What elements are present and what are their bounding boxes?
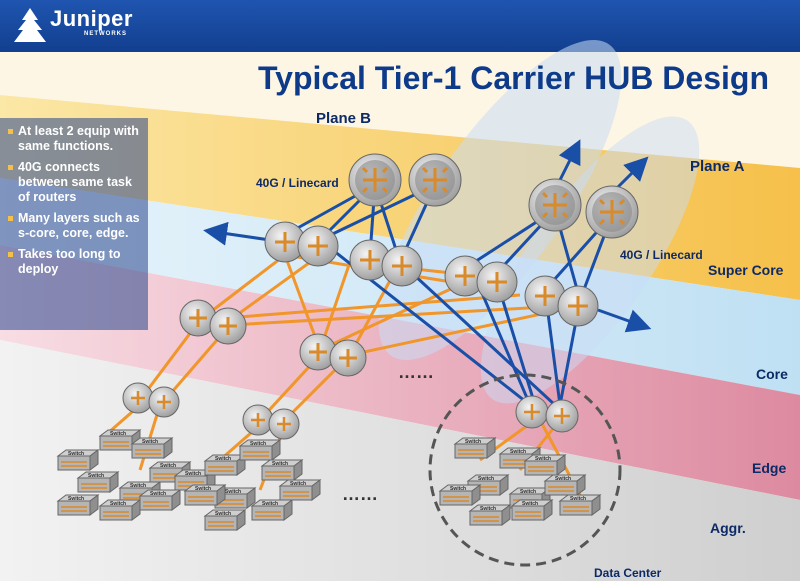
router bbox=[444, 255, 486, 297]
bullet-panel: At least 2 equip with same functions. 40… bbox=[0, 118, 148, 330]
router bbox=[122, 382, 154, 414]
router bbox=[524, 275, 566, 317]
switch-label: Switch bbox=[262, 501, 278, 507]
bullet-item: Takes too long to deploy bbox=[8, 247, 144, 277]
switch-label: Switch bbox=[480, 506, 496, 512]
switch-box: Switch bbox=[56, 494, 100, 516]
switch-label: Switch bbox=[130, 483, 146, 489]
linecard-label-left: 40G / Linecard bbox=[256, 176, 339, 190]
switch-box: Switch bbox=[510, 499, 554, 521]
router bbox=[557, 285, 599, 327]
header-bar: Juniper NETWORKS bbox=[0, 0, 800, 52]
switch-box: Switch bbox=[183, 484, 227, 506]
router bbox=[179, 299, 217, 337]
router bbox=[381, 245, 423, 287]
data-center-label: Data Center bbox=[594, 566, 662, 580]
router bbox=[209, 307, 247, 345]
data-center-circle bbox=[428, 373, 622, 567]
router bbox=[348, 153, 402, 207]
switch-label: Switch bbox=[88, 473, 104, 479]
linecard-label-right: 40G / Linecard bbox=[620, 248, 703, 262]
switch-label: Switch bbox=[110, 501, 126, 507]
plane-b-label: Plane B bbox=[316, 110, 372, 127]
switch-label: Switch bbox=[142, 439, 158, 445]
switch-label: Switch bbox=[272, 461, 288, 467]
ellipsis-core: …… bbox=[398, 362, 434, 382]
switch-box: Switch bbox=[98, 499, 142, 521]
router bbox=[148, 386, 180, 418]
plane-a-ellipse bbox=[480, 116, 700, 404]
switch-label: Switch bbox=[225, 489, 241, 495]
router bbox=[408, 153, 462, 207]
bullet-item: Many layers such as s-core, core, edge. bbox=[8, 211, 144, 241]
plane-a-label: Plane A bbox=[690, 158, 745, 175]
juniper-logo bbox=[8, 6, 158, 46]
router bbox=[242, 404, 274, 436]
core-label: Core bbox=[756, 366, 788, 382]
switch-box: Switch bbox=[260, 459, 304, 481]
router bbox=[264, 221, 306, 263]
switch-box: Switch bbox=[238, 439, 282, 461]
switch-box: Switch bbox=[453, 437, 497, 459]
switch-box: Switch bbox=[203, 509, 247, 531]
switch-box: Switch bbox=[278, 479, 322, 501]
switch-box: Switch bbox=[543, 474, 587, 496]
router bbox=[545, 399, 579, 433]
switch-label: Switch bbox=[185, 471, 201, 477]
bullet-item: At least 2 equip with same functions. bbox=[8, 124, 144, 154]
switch-label: Switch bbox=[535, 456, 551, 462]
ellipsis-aggr: …… bbox=[342, 484, 378, 504]
switch-label: Switch bbox=[250, 441, 266, 447]
switch-box: Switch bbox=[523, 454, 567, 476]
switch-label: Switch bbox=[555, 476, 571, 482]
switch-label: Switch bbox=[215, 456, 231, 462]
aggr-label: Aggr. bbox=[710, 520, 746, 536]
switch-label: Switch bbox=[110, 431, 126, 437]
edge-label: Edge bbox=[752, 460, 787, 476]
switch-label: Switch bbox=[160, 463, 176, 469]
switch-box: Switch bbox=[56, 449, 100, 471]
switch-group: SwitchSwitchSwitchSwitchSwitchSwitchSwit… bbox=[56, 429, 602, 531]
switch-box: Switch bbox=[498, 447, 542, 469]
router bbox=[268, 408, 300, 440]
switch-label: Switch bbox=[510, 449, 526, 455]
switch-box: Switch bbox=[98, 429, 142, 451]
switch-box: Switch bbox=[558, 494, 602, 516]
switch-label: Switch bbox=[290, 481, 306, 487]
logo-sub-text: NETWORKS bbox=[84, 31, 127, 37]
switch-label: Switch bbox=[195, 486, 211, 492]
router bbox=[476, 261, 518, 303]
switch-label: Switch bbox=[520, 489, 536, 495]
switch-label: Switch bbox=[215, 511, 231, 517]
router bbox=[515, 395, 549, 429]
switch-box: Switch bbox=[138, 489, 182, 511]
router bbox=[585, 185, 639, 239]
switch-box: Switch bbox=[468, 504, 512, 526]
band-aggr bbox=[0, 340, 800, 581]
logo-brand-text: Juniper bbox=[50, 6, 133, 31]
switch-label: Switch bbox=[68, 451, 84, 457]
bullet-item: 40G connects between same task of router… bbox=[8, 160, 144, 205]
router bbox=[297, 225, 339, 267]
juniper-tree-icon bbox=[14, 8, 46, 42]
switch-label: Switch bbox=[522, 501, 538, 507]
switch-box: Switch bbox=[130, 437, 174, 459]
switch-label: Switch bbox=[150, 491, 166, 497]
switch-box: Switch bbox=[250, 499, 294, 521]
router bbox=[329, 339, 367, 377]
page-title: Typical Tier-1 Carrier HUB Design bbox=[258, 60, 769, 96]
switch-label: Switch bbox=[450, 486, 466, 492]
switch-box: Switch bbox=[438, 484, 482, 506]
switch-label: Switch bbox=[68, 496, 84, 502]
switch-box: Switch bbox=[76, 471, 120, 493]
switch-label: Switch bbox=[570, 496, 586, 502]
router bbox=[528, 178, 582, 232]
switch-box: Switch bbox=[203, 454, 247, 476]
super-core-label: Super Core bbox=[708, 262, 784, 278]
switch-label: Switch bbox=[478, 476, 494, 482]
switch-label: Switch bbox=[465, 439, 481, 445]
